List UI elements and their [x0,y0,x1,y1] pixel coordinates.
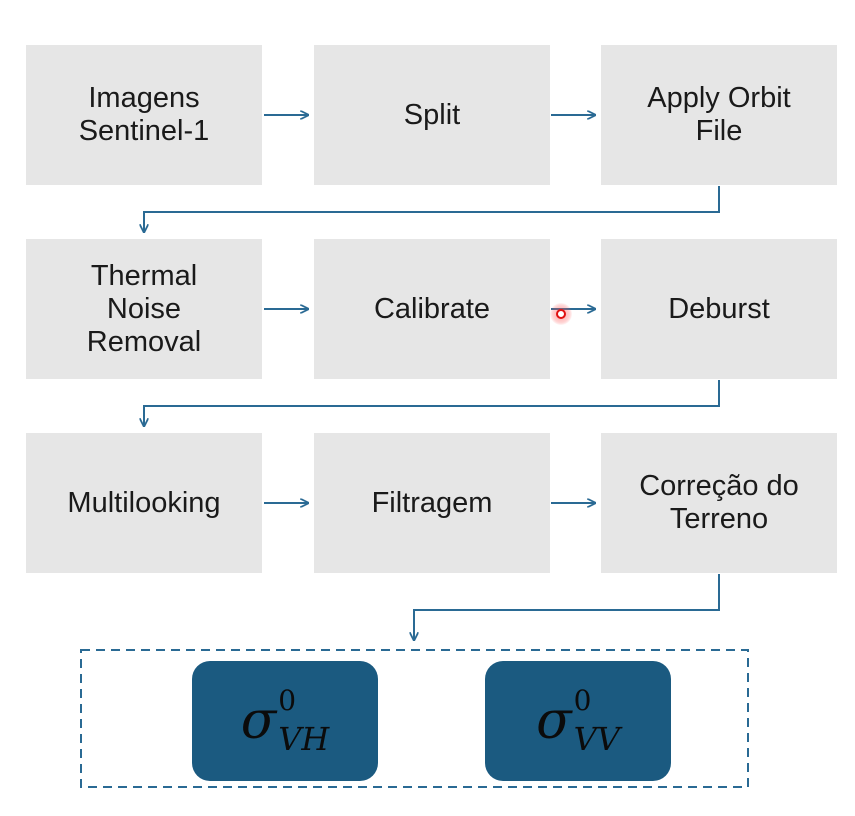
step-split: Split [314,45,550,185]
step-filtragem: Filtragem [314,433,550,573]
arrow-deburst-to-multilooking [144,380,720,426]
output-group-border [80,649,749,788]
sigma-symbol: σ [536,691,572,751]
step-multilooking: Multilooking [26,433,262,573]
output-sigma-vh: σ 0 VH [192,661,378,781]
step-correcao-do-terreno: Correção do Terreno [601,433,837,573]
sigma-subscript-vh: VH [278,720,330,758]
arrow-correcao-to-outputs [414,574,720,640]
step-deburst: Deburst [601,239,837,379]
sigma-superscript: 0 [278,684,297,717]
step-imagens-sentinel: Imagens Sentinel-1 [26,45,262,185]
sigma-superscript: 0 [573,684,592,717]
arrow-orbit-to-thermal [144,186,720,232]
step-calibrate: Calibrate [314,239,550,379]
step-thermal-noise-removal: Thermal Noise Removal [26,239,262,379]
sigma-symbol: σ [240,691,277,751]
step-apply-orbit-file: Apply Orbit File [601,45,837,185]
output-sigma-vv: σ 0 VV [485,661,671,781]
sigma-subscript-vv: VV [573,720,620,758]
pointer-highlight-icon [550,303,572,325]
